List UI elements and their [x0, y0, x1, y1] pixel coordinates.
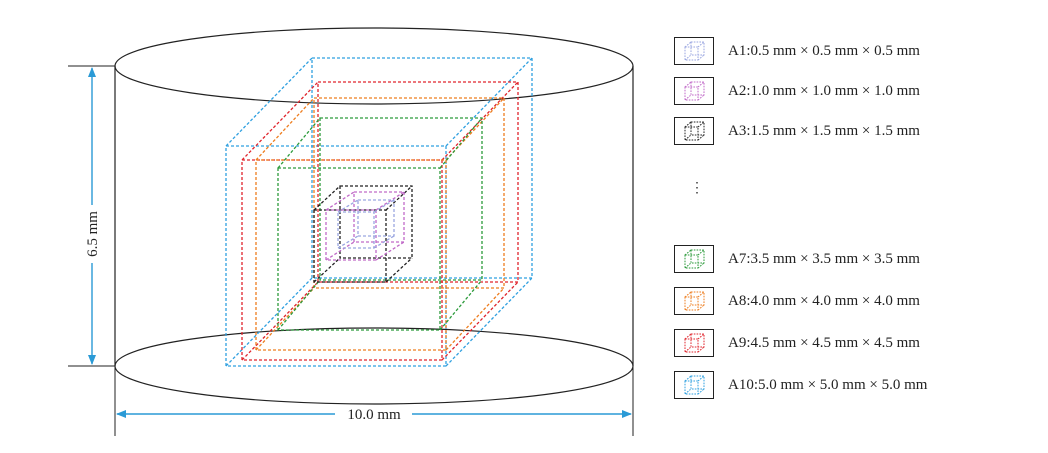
legend: A1:0.5 mm × 0.5 mm × 0.5 mm A2:1.0 mm × … — [674, 36, 1034, 416]
width-dimension: 10.0 mm — [114, 366, 634, 436]
cube-icon — [674, 37, 714, 65]
cube-glyph — [684, 375, 705, 395]
legend-item-a1: A1:0.5 mm × 0.5 mm × 0.5 mm — [674, 36, 920, 66]
legend-label: A10:5.0 mm × 5.0 mm × 5.0 mm — [728, 376, 928, 393]
legend-label: A8:4.0 mm × 4.0 mm × 4.0 mm — [728, 292, 920, 309]
width-label: 10.0 mm — [347, 407, 401, 423]
cube-glyph — [684, 41, 705, 61]
cube-icon — [674, 371, 714, 399]
cube-a9 — [241, 81, 519, 361]
legend-label: A2:1.0 mm × 1.0 mm × 1.0 mm — [728, 82, 920, 99]
cube-a2 — [325, 191, 405, 261]
legend-item-a9: A9:4.5 mm × 4.5 mm × 4.5 mm — [674, 328, 920, 358]
cube-glyph — [684, 81, 705, 101]
cube-icon — [674, 287, 714, 315]
legend-item-a8: A8:4.0 mm × 4.0 mm × 4.0 mm — [674, 286, 920, 316]
legend-item-a3: A3:1.5 mm × 1.5 mm × 1.5 mm — [674, 116, 920, 146]
legend-label: A7:3.5 mm × 3.5 mm × 3.5 mm — [728, 250, 920, 267]
cube-a8 — [255, 97, 505, 351]
cube-icon — [674, 245, 714, 273]
cylinder-top-ellipse — [114, 27, 634, 105]
legend-item-a7: A7:3.5 mm × 3.5 mm × 3.5 mm — [674, 244, 920, 274]
cube-glyph — [684, 333, 705, 353]
height-dimension: 6.5 mm — [68, 65, 115, 367]
nested-cubes — [225, 57, 533, 367]
height-label: 6.5 mm — [85, 211, 101, 257]
legend-label: A9:4.5 mm × 4.5 mm × 4.5 mm — [728, 334, 920, 351]
cube-a1 — [337, 199, 395, 249]
cube-glyph — [684, 121, 705, 141]
legend-label: A1:0.5 mm × 0.5 mm × 0.5 mm — [728, 42, 920, 59]
cube-glyph — [684, 249, 705, 269]
cube-icon — [674, 329, 714, 357]
legend-label: A3:1.5 mm × 1.5 mm × 1.5 mm — [728, 122, 920, 139]
legend-item-a10: A10:5.0 mm × 5.0 mm × 5.0 mm — [674, 370, 927, 400]
legend-ellipsis: ⋮ — [690, 181, 704, 196]
cube-a10 — [225, 57, 533, 367]
cube-icon — [674, 77, 714, 105]
cube-a7 — [277, 117, 483, 331]
legend-item-a2: A2:1.0 mm × 1.0 mm × 1.0 mm — [674, 76, 920, 106]
cube-glyph — [684, 291, 705, 311]
cylinder-diagram: 6.5 mm 10.0 mm — [68, 27, 634, 436]
cube-icon — [674, 117, 714, 145]
cube-a3 — [313, 185, 413, 283]
